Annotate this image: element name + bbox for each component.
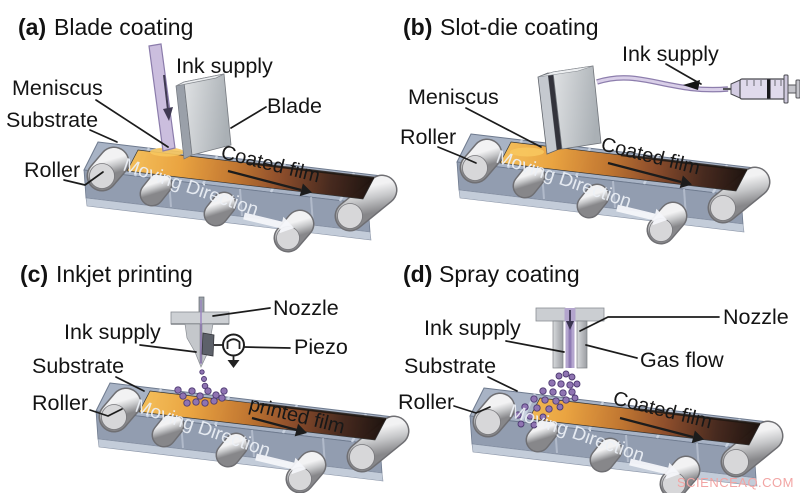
label-ink-supply: Ink supply bbox=[622, 42, 719, 66]
label-roller: Roller bbox=[398, 390, 454, 414]
film-arrow bbox=[227, 169, 302, 192]
ink-droplets bbox=[174, 369, 228, 407]
panel-b-id: (b) bbox=[403, 14, 432, 40]
inkjet-head-shape bbox=[170, 296, 230, 368]
spray-droplets bbox=[514, 370, 581, 429]
spray-nozzle-shape bbox=[535, 307, 605, 369]
panel-b-title: Slot-die coating bbox=[440, 14, 599, 40]
label-meniscus: Meniscus bbox=[12, 76, 103, 100]
label-substrate: Substrate bbox=[404, 354, 496, 378]
leader-lines-d bbox=[453, 316, 720, 414]
label-blade: Blade bbox=[267, 94, 322, 118]
film-arrow-head bbox=[299, 183, 312, 197]
film-arrow bbox=[619, 416, 694, 439]
leader-lines-b bbox=[437, 63, 702, 164]
label-substrate: Substrate bbox=[6, 108, 98, 132]
label-ink-supply: Ink supply bbox=[64, 320, 161, 344]
ink-pool bbox=[150, 147, 184, 157]
film-arrow-head bbox=[679, 175, 692, 189]
label-gas-flow: Gas flow bbox=[640, 348, 724, 372]
panel-c-id: (c) bbox=[20, 261, 48, 287]
ink-supply-tube-icon bbox=[148, 43, 176, 152]
label-meniscus: Meniscus bbox=[408, 85, 499, 109]
coated-film bbox=[126, 147, 375, 200]
film-arrow bbox=[607, 161, 682, 184]
ink-pool bbox=[510, 147, 544, 157]
label-nozzle: Nozzle bbox=[723, 305, 789, 329]
label-roller: Roller bbox=[400, 125, 456, 149]
panel-a-title: Blade coating bbox=[54, 14, 193, 40]
leader-lines-c bbox=[89, 307, 291, 417]
panel-b: (b) Slot-die coating Ink supply Meniscus… bbox=[400, 14, 800, 242]
blade-shape bbox=[175, 73, 232, 160]
panel-d: (d) Spray coating Ink supply Nozzle Subs… bbox=[398, 261, 789, 493]
panel-a: (a) Blade coating Ink supply Meniscus Su… bbox=[6, 14, 382, 250]
label-piezo: Piezo bbox=[294, 335, 348, 359]
slot-die-head-shape bbox=[537, 65, 602, 155]
film-arrow-head bbox=[294, 423, 307, 437]
label-ink-supply: Ink supply bbox=[424, 316, 521, 340]
panel-a-id: (a) bbox=[18, 14, 46, 40]
piezo-symbol-icon bbox=[214, 333, 245, 368]
label-ink-supply: Ink supply bbox=[176, 54, 273, 78]
panel-d-title: Spray coating bbox=[439, 261, 580, 287]
leader-lines-a bbox=[63, 99, 267, 186]
label-roller: Roller bbox=[32, 391, 88, 415]
supply-tube-icon bbox=[596, 75, 729, 93]
label-roller: Roller bbox=[24, 158, 80, 182]
watermark: SCIENCEAQ.COM bbox=[676, 475, 794, 490]
syringe-icon bbox=[723, 74, 800, 104]
label-nozzle: Nozzle bbox=[273, 296, 339, 320]
printed-film bbox=[138, 390, 387, 441]
panel-c-title: Inkjet printing bbox=[56, 261, 193, 287]
piezo-element bbox=[201, 332, 215, 357]
coated-film bbox=[528, 397, 761, 446]
label-substrate: Substrate bbox=[32, 354, 124, 378]
panel-d-id: (d) bbox=[403, 261, 432, 287]
panel-c: (c) Inkjet printing Nozzle Ink supply Pi… bbox=[20, 261, 394, 491]
film-arrow-head bbox=[691, 430, 704, 444]
film-arrow bbox=[251, 416, 298, 432]
